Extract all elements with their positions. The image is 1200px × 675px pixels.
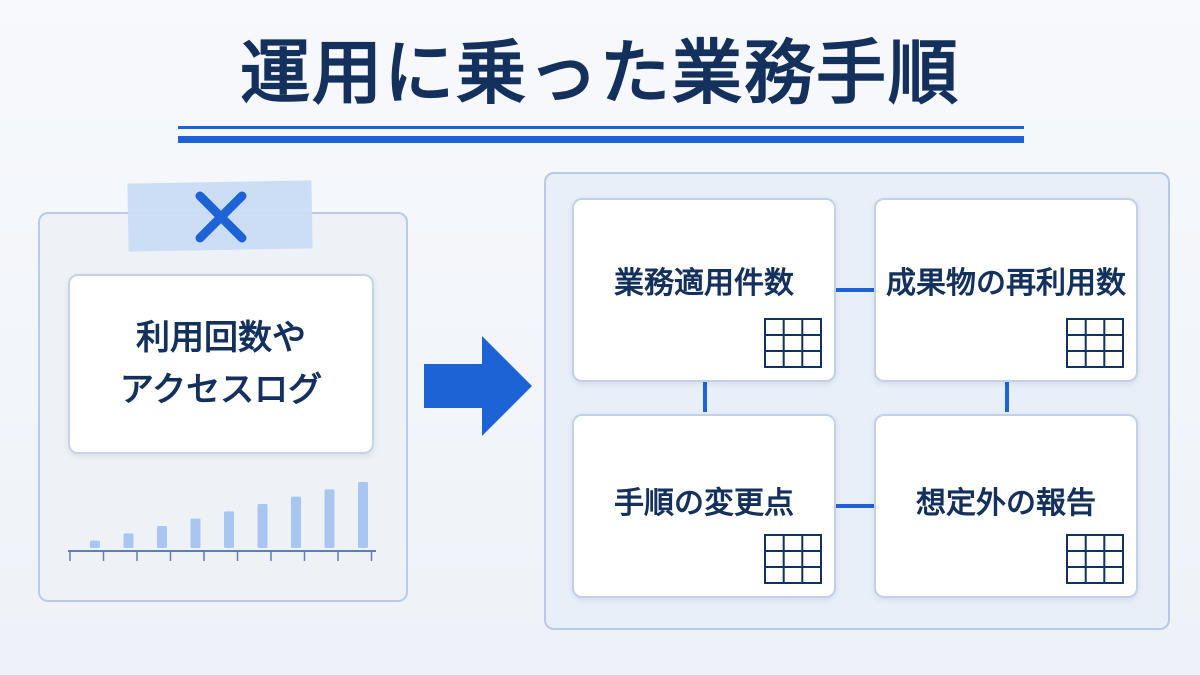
metric-box-label: 手順の変更点 xyxy=(614,486,794,521)
bar xyxy=(190,518,201,548)
title-underline-thick xyxy=(178,136,1024,143)
connector-bottom xyxy=(836,504,876,508)
table-grid-icon xyxy=(764,534,822,584)
metric-box: 成果物の再利用数 xyxy=(874,198,1138,382)
bar xyxy=(123,533,134,548)
metric-box: 業務適用件数 xyxy=(572,198,836,382)
bar xyxy=(224,511,234,548)
table-grid-icon xyxy=(764,318,822,368)
usage-log-line-2: アクセスログ xyxy=(119,370,323,410)
bar xyxy=(358,482,368,548)
metric-box: 手順の変更点 xyxy=(572,414,836,598)
page-title: 運用に乗った業務手順 xyxy=(240,32,960,114)
bar xyxy=(157,526,167,548)
connector-left xyxy=(703,382,707,412)
bar xyxy=(324,489,335,548)
bar xyxy=(291,496,301,548)
mini-bar-chart xyxy=(68,482,376,561)
bar xyxy=(90,540,100,548)
table-grid-icon xyxy=(1066,534,1124,584)
x-icon xyxy=(195,191,247,243)
usage-log-line-1: 利用回数や xyxy=(136,318,306,358)
bar xyxy=(257,504,268,548)
metric-box-label: 想定外の報告 xyxy=(916,486,1096,521)
usage-log-card: 利用回数や アクセスログ xyxy=(68,274,374,454)
connector-top xyxy=(836,288,876,292)
title-underline-thin xyxy=(178,126,1024,129)
metric-box: 想定外の報告 xyxy=(874,414,1138,598)
metric-box-label: 成果物の再利用数 xyxy=(886,266,1126,301)
arrow-right-icon xyxy=(424,336,532,436)
table-grid-icon xyxy=(1066,318,1124,368)
connector-right xyxy=(1005,382,1009,412)
metric-box-label: 業務適用件数 xyxy=(614,266,794,301)
